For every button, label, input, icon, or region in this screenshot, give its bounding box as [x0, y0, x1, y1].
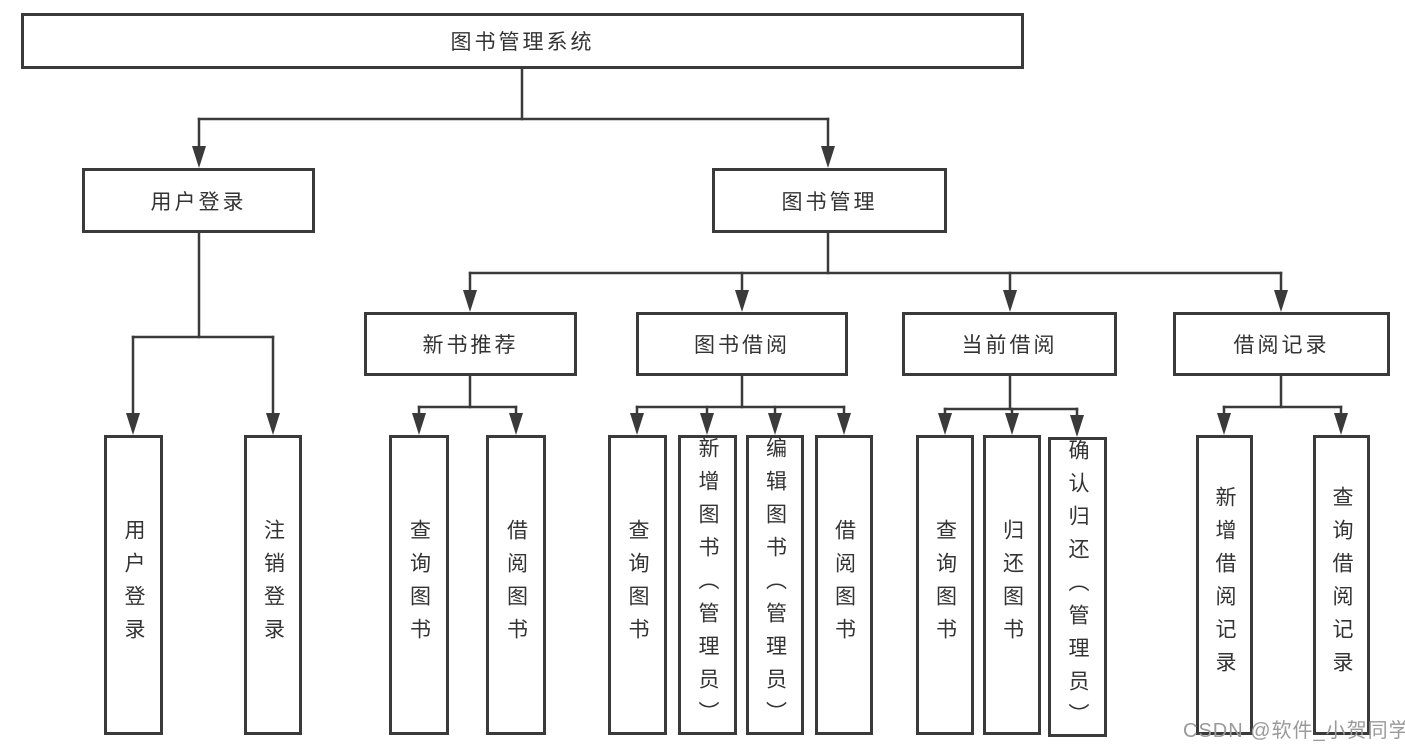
node-new-book-recommend-label: 新书推荐 [422, 334, 519, 357]
node-current-borrow-label: 当前借阅 [961, 334, 1058, 357]
leaf-bookborrow-query: 查询图书 [608, 435, 667, 735]
leaf-current-return-label: 归还图书 [1000, 519, 1024, 651]
leaf-records-query-label: 查询借阅记录 [1330, 486, 1353, 684]
edges-book-management [463, 231, 1288, 312]
leaf-user-login-label: 用户登录 [122, 519, 145, 651]
edges-user-login [126, 231, 280, 435]
leaf-newbook-query: 查询图书 [389, 435, 449, 735]
leaf-current-confirm-label: 确认归还（管理员） [1066, 438, 1089, 736]
leaf-user-login: 用户登录 [104, 435, 163, 735]
edges-new-book-recommend [412, 374, 523, 435]
leaf-bookborrow-query-label: 查询图书 [626, 519, 649, 651]
leaf-bookborrow-add: 新增图书（管理员） [678, 435, 737, 735]
leaf-newbook-query-label: 查询图书 [407, 519, 431, 651]
leaf-bookborrow-add-label: 新增图书（管理员） [696, 436, 719, 734]
edges-borrow-records [1217, 374, 1348, 435]
node-current-borrow: 当前借阅 [902, 312, 1117, 376]
node-root-label: 图书管理系统 [450, 31, 595, 54]
leaf-current-query: 查询图书 [916, 435, 974, 735]
node-new-book-recommend: 新书推荐 [364, 312, 577, 376]
leaf-bookborrow-borrow: 借阅图书 [815, 435, 873, 735]
leaf-records-query: 查询借阅记录 [1313, 435, 1370, 735]
node-book-borrow-label: 图书借阅 [694, 334, 790, 357]
node-book-borrow: 图书借阅 [636, 312, 848, 376]
edges-root [192, 67, 835, 168]
csdn-watermark: CSDN @软件_小贺同学 [1183, 720, 1405, 742]
node-root: 图书管理系统 [21, 13, 1024, 69]
leaf-current-query-label: 查询图书 [933, 519, 957, 651]
leaf-records-add: 新增借阅记录 [1196, 435, 1253, 735]
edges-current-borrow [938, 374, 1084, 437]
leaf-current-confirm: 确认归还（管理员） [1048, 437, 1107, 737]
node-book-management-label: 图书管理 [781, 190, 878, 214]
leaf-bookborrow-borrow-label: 借阅图书 [832, 519, 856, 651]
leaf-bookborrow-edit: 编辑图书（管理员） [746, 435, 804, 735]
node-user-login-label: 用户登录 [150, 190, 247, 214]
leaf-bookborrow-edit-label: 编辑图书（管理员） [763, 436, 787, 734]
leaf-logout-label: 注销登录 [261, 519, 285, 651]
leaf-records-add-label: 新增借阅记录 [1213, 486, 1236, 684]
leaf-newbook-borrow: 借阅图书 [486, 435, 546, 735]
node-book-management: 图书管理 [712, 168, 947, 233]
leaf-newbook-borrow-label: 借阅图书 [504, 519, 528, 651]
leaf-current-return: 归还图书 [983, 435, 1041, 735]
node-user-login: 用户登录 [82, 168, 315, 233]
edges-book-borrow [630, 374, 851, 435]
node-borrow-records: 借阅记录 [1173, 312, 1390, 376]
node-borrow-records-label: 借阅记录 [1233, 334, 1330, 357]
leaf-logout: 注销登录 [244, 435, 302, 735]
